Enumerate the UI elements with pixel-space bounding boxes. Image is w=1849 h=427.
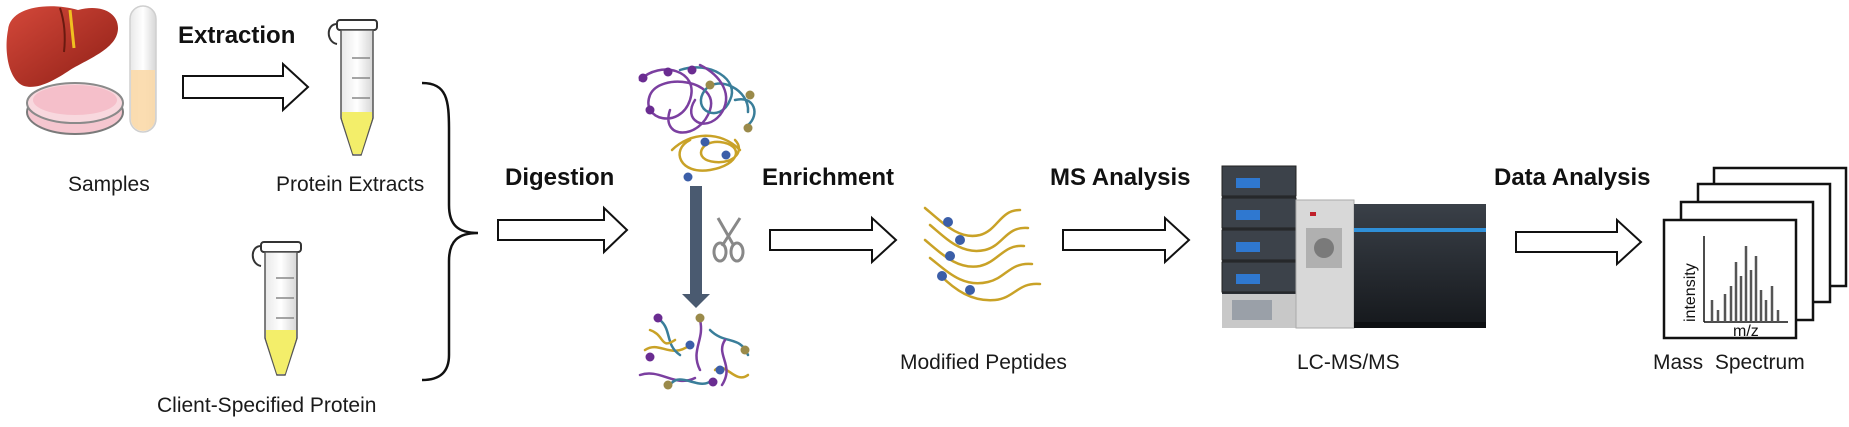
label-mass-spectrum: Mass Spectrum (1653, 351, 1805, 374)
label-lcms: LC-MS/MS (1297, 351, 1400, 374)
test-tube-icon (129, 5, 157, 133)
label-modified-peptides: Modified Peptides (900, 351, 1067, 374)
step-extraction: Extraction (178, 22, 296, 49)
eppendorf-tube-icon (251, 241, 302, 376)
step-ms-analysis: MS Analysis (1050, 164, 1191, 191)
spectrum-ylabel: intensity (1682, 263, 1699, 322)
label-protein-extracts: Protein Extracts (276, 173, 425, 196)
eppendorf-tube-icon (327, 19, 378, 156)
label-client-protein: Client-Specified Protein (157, 394, 377, 417)
intact-protein-icon (638, 63, 756, 172)
spectrum-icon (1662, 166, 1848, 340)
step-enrichment: Enrichment (762, 164, 895, 191)
scissors-icon (712, 217, 745, 263)
modification-sites (638, 65, 755, 182)
liver-icon (6, 6, 118, 87)
petri-dish-icon (26, 82, 124, 135)
step-digestion: Digestion (505, 164, 615, 191)
label-samples: Samples (68, 173, 150, 196)
modification-sites (937, 217, 975, 295)
grouping-brace (421, 81, 479, 382)
down-arrow (682, 186, 710, 308)
step-data-analysis: Data Analysis (1494, 164, 1651, 191)
spectrum-xlabel: m/z (1733, 323, 1759, 340)
data-analysis-arrow (1515, 217, 1643, 267)
lcms-instrument-icon (1221, 165, 1486, 329)
extraction-arrow (182, 61, 310, 113)
digested-peptides-icon (638, 318, 750, 387)
modification-sites (645, 313, 750, 390)
digestion-arrow (497, 205, 629, 255)
ms-analysis-arrow (1062, 215, 1191, 265)
enrichment-arrow (769, 215, 898, 265)
modified-peptides-icon (923, 206, 1042, 302)
